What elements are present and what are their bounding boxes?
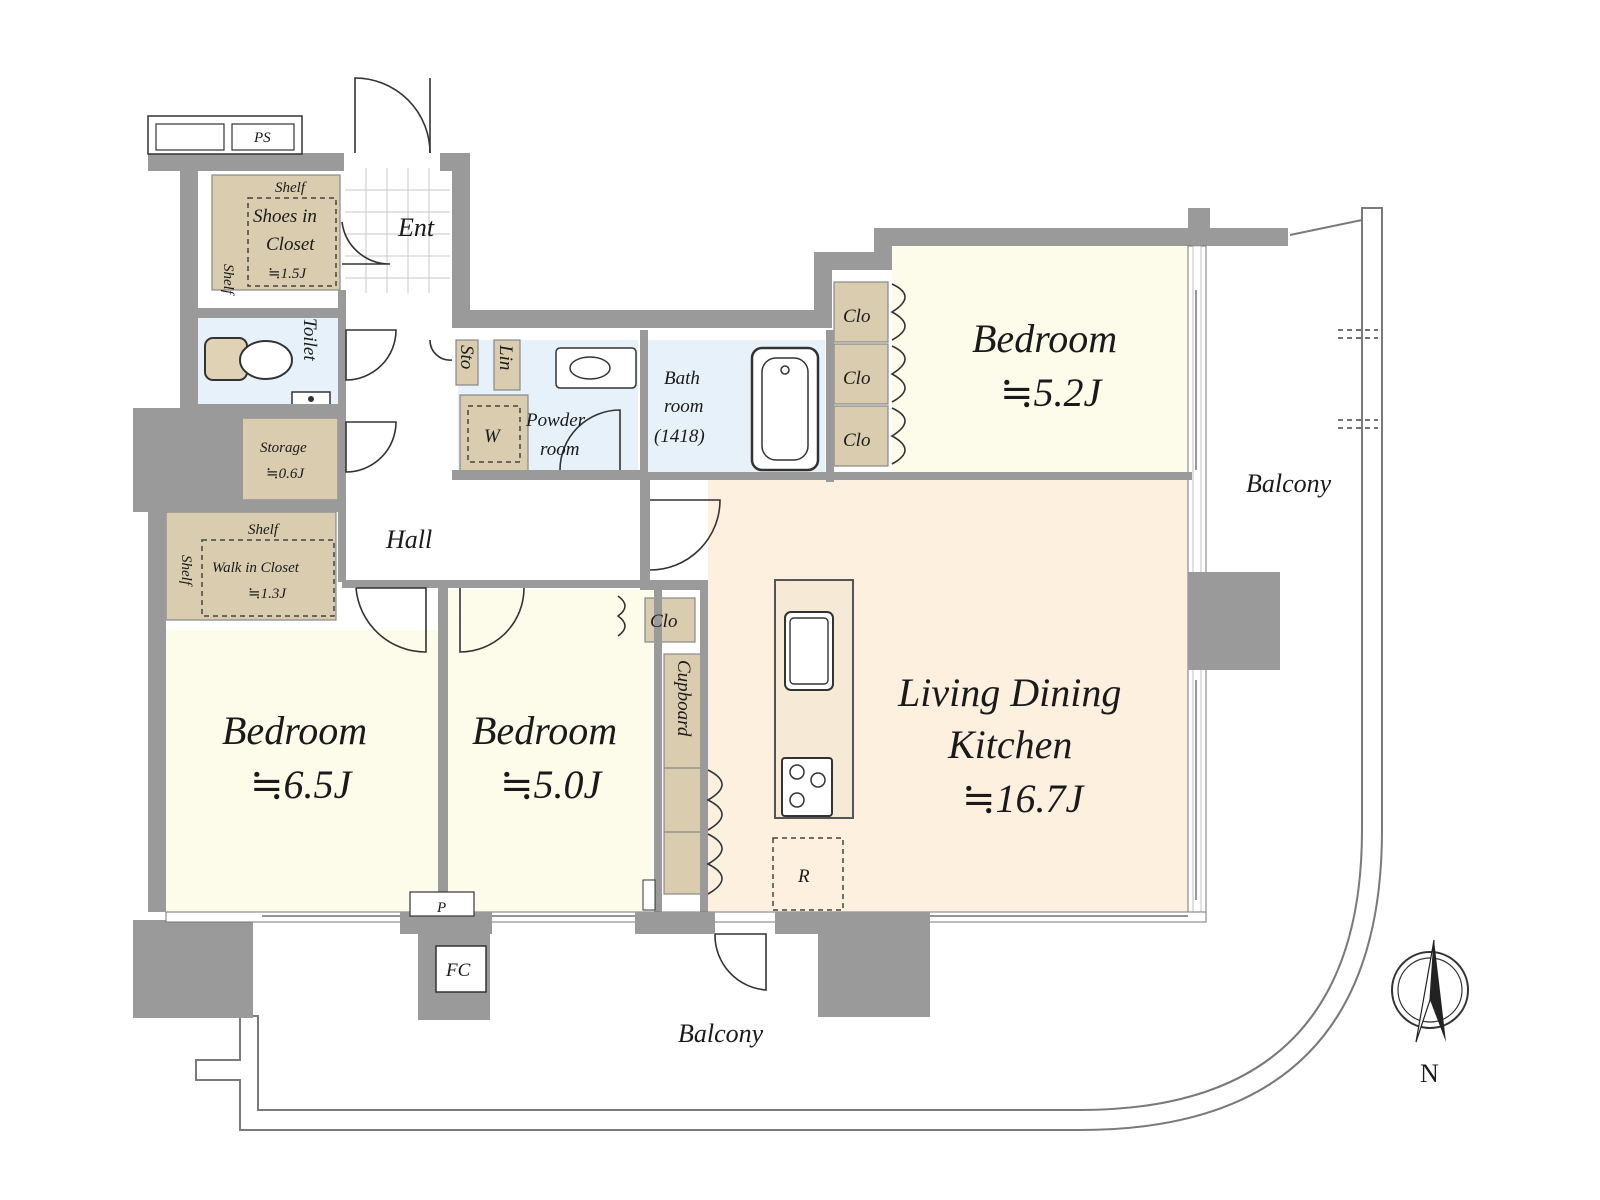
shoes-closet-label-1: Shoes in xyxy=(253,206,317,227)
bathroom-size: (1418) xyxy=(654,426,705,447)
doors xyxy=(341,77,906,991)
ldk-name-line1: Living Dining xyxy=(897,670,1121,715)
washer-space xyxy=(459,394,529,474)
labels: PS Ent Shelf Shelf Shoes in Closet ≒1.5J… xyxy=(178,130,1439,1088)
entrance-floor xyxy=(345,168,450,293)
bedroom-ne-size: ≒5.2J xyxy=(1000,370,1104,415)
shoes-closet-size: ≒1.5J xyxy=(268,266,307,282)
bedroom-ne-name: Bedroom xyxy=(972,316,1117,361)
washer-label: W xyxy=(484,426,502,447)
closet-s xyxy=(644,597,696,643)
bedroom-s-name: Bedroom xyxy=(472,708,617,753)
closet-ne-3-label: Clo xyxy=(843,430,870,451)
closet-ne-1-label: Clo xyxy=(843,306,870,327)
closet-ne-3 xyxy=(833,405,889,467)
fc-label: FC xyxy=(445,960,471,981)
balcony-east-label: Balcony xyxy=(1246,469,1332,498)
balcony-south-label: Balcony xyxy=(678,1019,764,1048)
sink-icon xyxy=(784,611,834,691)
toilet-label: Toilet xyxy=(299,318,320,361)
storage-room xyxy=(241,417,339,501)
walk-in-closet-label: Walk in Closet xyxy=(212,560,300,576)
storage-size: ≒0.6J xyxy=(266,466,305,482)
floors xyxy=(165,168,1188,918)
bedroom-sw-name: Bedroom xyxy=(222,708,367,753)
bathroom-label-1: Bath xyxy=(664,368,700,389)
balcony-outline xyxy=(195,207,1383,1131)
closet-ne-2 xyxy=(833,343,889,405)
walk-in-closet-side-shelf-label: Shelf xyxy=(178,555,194,587)
storage-units xyxy=(165,174,889,895)
sto-shelf xyxy=(455,339,479,386)
washbasin-icon xyxy=(555,347,637,389)
cupboard xyxy=(663,653,707,895)
lin-shelf xyxy=(493,339,521,391)
lin-label: Lin xyxy=(495,344,516,370)
ps-label: PS xyxy=(253,130,271,146)
fc-box xyxy=(435,945,487,993)
shoes-closet-shelf-label: Shelf xyxy=(275,180,307,196)
walk-in-closet-shelf-label: Shelf xyxy=(248,522,280,538)
pipe-label: P xyxy=(436,900,446,916)
closet-s-label: Clo xyxy=(650,611,677,632)
bedroom-sw-floor xyxy=(165,630,440,915)
walls xyxy=(133,153,1288,1020)
ldk-size: ≒16.7J xyxy=(962,776,1086,821)
closet-ne-2-label: Clo xyxy=(843,368,870,389)
shoes-closet xyxy=(211,174,341,291)
powder-room-label-2: room xyxy=(540,439,579,460)
storage-label: Storage xyxy=(260,440,307,456)
stove-icon xyxy=(781,757,833,817)
refrigerator-space xyxy=(772,837,844,911)
sto-label: Sto xyxy=(456,345,477,369)
entrance-label: Ent xyxy=(397,213,435,242)
walk-in-closet xyxy=(165,511,337,621)
bedroom-ne-floor xyxy=(892,245,1188,475)
windows xyxy=(262,290,1197,917)
shoes-closet-label-2: Closet xyxy=(266,234,315,255)
bedroom-s-floor xyxy=(448,590,653,915)
bedroom-sw-size: ≒6.5J xyxy=(250,762,354,807)
pipe-space xyxy=(409,879,656,917)
powder-room-label-1: Powder xyxy=(525,410,586,431)
ldk-name-line2: Kitchen xyxy=(947,722,1072,767)
shoes-closet-side-shelf-label: Shelf xyxy=(220,264,236,296)
bathtub-icon xyxy=(750,346,820,472)
closet-ne-1 xyxy=(833,281,889,343)
north-label: N xyxy=(1420,1059,1439,1088)
kitchen-counter xyxy=(772,579,854,911)
cupboard-label: Cupboard xyxy=(673,660,694,737)
hall-label: Hall xyxy=(385,525,432,554)
toilet-icon xyxy=(204,337,331,407)
walk-in-closet-size: ≒1.3J xyxy=(248,586,287,602)
bathroom-label-2: room xyxy=(664,396,703,417)
ps-boxes xyxy=(147,115,303,155)
bedroom-s-size: ≒5.0J xyxy=(500,762,604,807)
refrigerator-label: R xyxy=(797,866,810,887)
north-compass-icon xyxy=(1391,939,1469,1043)
